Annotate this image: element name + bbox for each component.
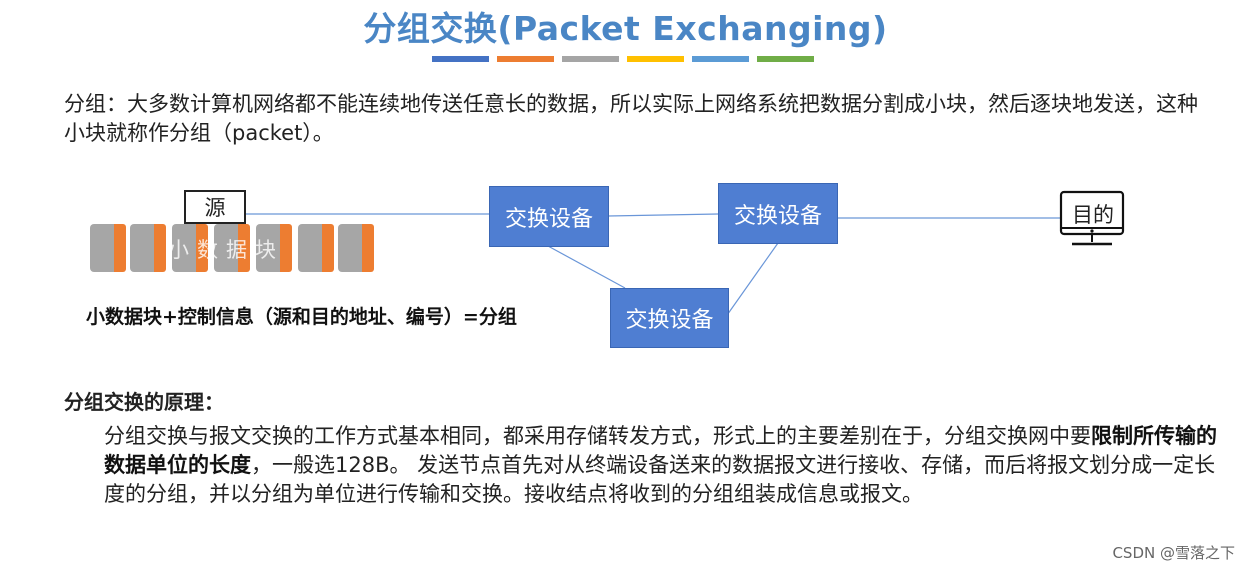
- watermark: CSDN @雪落之下: [1112, 542, 1235, 563]
- link-switch1-switch2: [608, 214, 718, 216]
- switch-node-2: 交换设备: [718, 183, 838, 244]
- link-switch2-switch3: [725, 243, 778, 318]
- switch-node-3: 交换设备: [610, 288, 729, 348]
- packet: [338, 224, 374, 272]
- source-node: 源: [184, 190, 246, 224]
- principle-heading: 分组交换的原理：: [64, 386, 224, 415]
- switch-node-1: 交换设备: [489, 186, 609, 247]
- principle-paragraph: 分组交换与报文交换的工作方式基本相同，都采用存储转发方式，形式上的主要差别在于，…: [104, 422, 1224, 509]
- principle-text-before: 分组交换与报文交换的工作方式基本相同，都采用存储转发方式，形式上的主要差别在于，…: [104, 424, 1091, 448]
- diagram-caption: 小数据块+控制信息（源和目的地址、编号）=分组: [86, 302, 517, 329]
- packet: [130, 224, 166, 272]
- packet: [90, 224, 126, 272]
- destination-label: 目的: [1068, 199, 1118, 229]
- principle-text-after: ，一般选128B。 发送节点首先对从终端设备送来的数据报文进行接收、存储，而后将…: [104, 453, 1215, 506]
- chunk-label: 小数据块: [168, 234, 284, 264]
- packet: [298, 224, 334, 272]
- link-switch1-switch3: [548, 246, 625, 288]
